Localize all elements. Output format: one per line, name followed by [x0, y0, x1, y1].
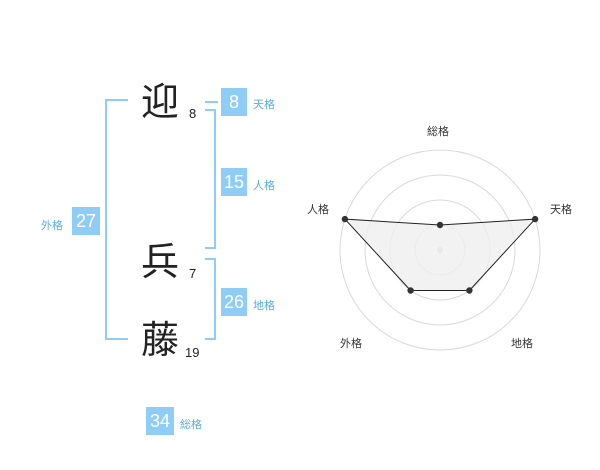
- tenkaku-connector: [205, 99, 218, 103]
- radar-axis-label-chikaku: 地格: [511, 337, 533, 350]
- soukaku-label: 総格: [180, 418, 202, 431]
- radar-axis-label-tenkaku: 天格: [550, 203, 572, 216]
- jinkaku-badge: 15: [221, 168, 247, 196]
- radar-point-3: [407, 287, 414, 294]
- soukaku-badge: 34: [146, 407, 174, 435]
- chikaku-badge: 26: [221, 288, 247, 316]
- name-char-1: 迎: [141, 80, 180, 124]
- stroke-count-1: 8: [189, 106, 197, 121]
- tenkaku-label: 天格: [253, 98, 275, 111]
- name-char-2: 兵: [141, 240, 180, 284]
- name-char-3: 藤: [141, 318, 180, 362]
- jinkaku-bracket: [205, 109, 216, 249]
- radar-point-4: [341, 215, 349, 223]
- radar-axis-label-soukaku: 総格: [427, 125, 449, 138]
- radar-grid-ring: [339, 149, 541, 351]
- gaikaku-badge: 27: [72, 207, 100, 235]
- tenkaku-badge: 8: [221, 88, 247, 116]
- radar-chart: [339, 149, 541, 351]
- radar-axis-label-jinkaku: 人格: [307, 203, 329, 216]
- gaikaku-label: 外格: [41, 219, 63, 232]
- chikaku-bracket: [205, 258, 216, 340]
- radar-axis-label-gaikaku: 外格: [340, 337, 362, 350]
- radar-series-area: [343, 218, 537, 291]
- radar-point-2: [466, 287, 473, 294]
- chikaku-label: 地格: [253, 299, 275, 312]
- radar-point-0: [436, 221, 444, 229]
- gaikaku-bracket: [105, 99, 128, 340]
- radar-grid-ring: [364, 174, 516, 326]
- stroke-count-3: 19: [185, 345, 200, 360]
- stroke-count-2: 7: [189, 266, 197, 281]
- jinkaku-label: 人格: [253, 179, 275, 192]
- radar-point-1: [531, 215, 539, 223]
